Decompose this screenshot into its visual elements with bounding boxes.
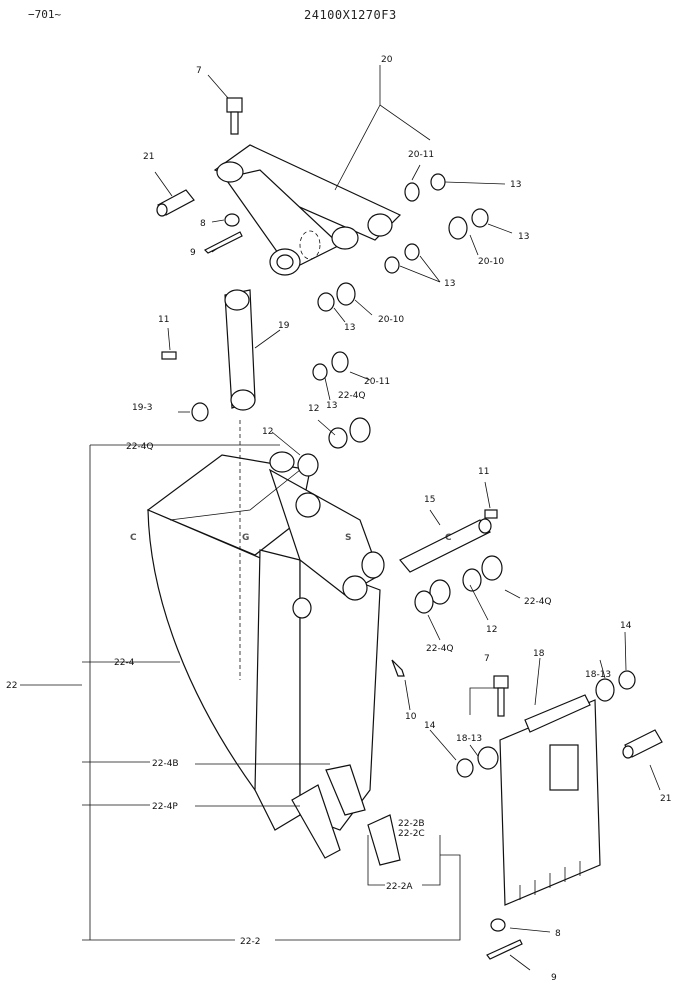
callout-13: 13 — [326, 401, 337, 411]
link-assembly-20 — [213, 144, 402, 276]
callout-11: 11 — [478, 467, 489, 477]
callout-18: 18 — [533, 649, 545, 659]
callout-22-4Q: 22-4Q — [338, 391, 366, 401]
bolt-7-right — [493, 675, 509, 717]
callout-14: 14 — [620, 621, 632, 631]
washers-12 — [297, 417, 371, 477]
callout-12: 12 — [262, 427, 273, 437]
callout-11: 11 — [158, 315, 169, 325]
callout-14: 14 — [424, 721, 436, 731]
bucket-22 — [146, 420, 385, 831]
callout-22-4Q: 22-4Q — [426, 644, 454, 654]
watermark-letter-s: S — [345, 533, 351, 543]
bolt-7-top — [226, 97, 243, 135]
pin-15 — [399, 518, 492, 573]
grease-fitting-11-left — [161, 351, 177, 360]
callout-8: 8 — [200, 219, 206, 229]
callout-22-4Q: 22-4Q — [126, 442, 154, 452]
callout-20-10: 20-10 — [378, 315, 404, 325]
callout-22: 22 — [6, 681, 17, 691]
callout-12: 12 — [308, 404, 319, 414]
callout-7: 7 — [196, 66, 202, 76]
callout-20-11: 20-11 — [364, 377, 390, 387]
callout-15: 15 — [424, 495, 435, 505]
cotter-pin-9-bottom — [486, 939, 523, 960]
pin-21-left — [156, 189, 195, 217]
callout-21: 21 — [660, 794, 671, 804]
watermark-letter-g: G — [242, 533, 249, 543]
nut-8-bottom — [490, 918, 506, 932]
watermark-letter-c1: C — [130, 533, 137, 543]
callout-10: 10 — [405, 712, 417, 722]
callout-22-2: 22-2 — [240, 937, 260, 947]
callout-labels: 7 20 21 20-11 13 13 8 9 13 20-10 13 20-1… — [6, 55, 671, 983]
callout-20-11: 20-11 — [408, 150, 434, 160]
leader-lines — [20, 65, 661, 971]
callout-13: 13 — [510, 180, 521, 190]
drawing-number: 24100X1270F3 — [304, 8, 397, 22]
bucket-teeth — [291, 764, 401, 866]
bushings-upper — [312, 173, 489, 381]
nut-8-top — [224, 213, 240, 227]
callout-12: 12 — [486, 625, 497, 635]
callout-22-4: 22-4 — [114, 658, 135, 668]
callout-9: 9 — [551, 973, 557, 983]
callout-22-4P: 22-4P — [152, 802, 178, 812]
callout-13: 13 — [344, 323, 355, 333]
callout-22-4B: 22-4B — [152, 759, 179, 769]
callout-21: 21 — [143, 152, 154, 162]
callout-19-3: 19-3 — [132, 403, 152, 413]
pin-21-right — [622, 729, 663, 759]
callout-9: 9 — [190, 248, 196, 258]
callout-7: 7 — [484, 654, 490, 664]
washers-right — [414, 555, 503, 614]
callout-22-2C: 22-2C — [398, 829, 425, 839]
callout-18-13: 18-13 — [585, 670, 611, 680]
grease-fitting-11-right — [484, 509, 498, 519]
watermark-letter-c2: C — [445, 533, 452, 543]
bolt-10 — [391, 659, 405, 677]
bushings-18-13 — [456, 670, 636, 778]
callout-20: 20 — [381, 55, 393, 65]
callout-20-10: 20-10 — [478, 257, 504, 267]
callout-22-2A: 22-2A — [386, 882, 413, 892]
callout-8: 8 — [555, 929, 561, 939]
cotter-pin-9-top — [203, 231, 243, 254]
side-cutter-18 — [499, 694, 601, 906]
callout-22-4Q: 22-4Q — [524, 597, 552, 607]
cgsc-watermark: C G S C — [130, 533, 452, 543]
callout-19: 19 — [278, 321, 290, 331]
page-id: −701~ — [28, 8, 62, 21]
callout-13: 13 — [444, 279, 455, 289]
callout-22-2B: 22-2B — [398, 819, 425, 829]
callout-18-13: 18-13 — [456, 734, 482, 744]
link-19 — [191, 289, 256, 422]
callout-13: 13 — [518, 232, 529, 242]
